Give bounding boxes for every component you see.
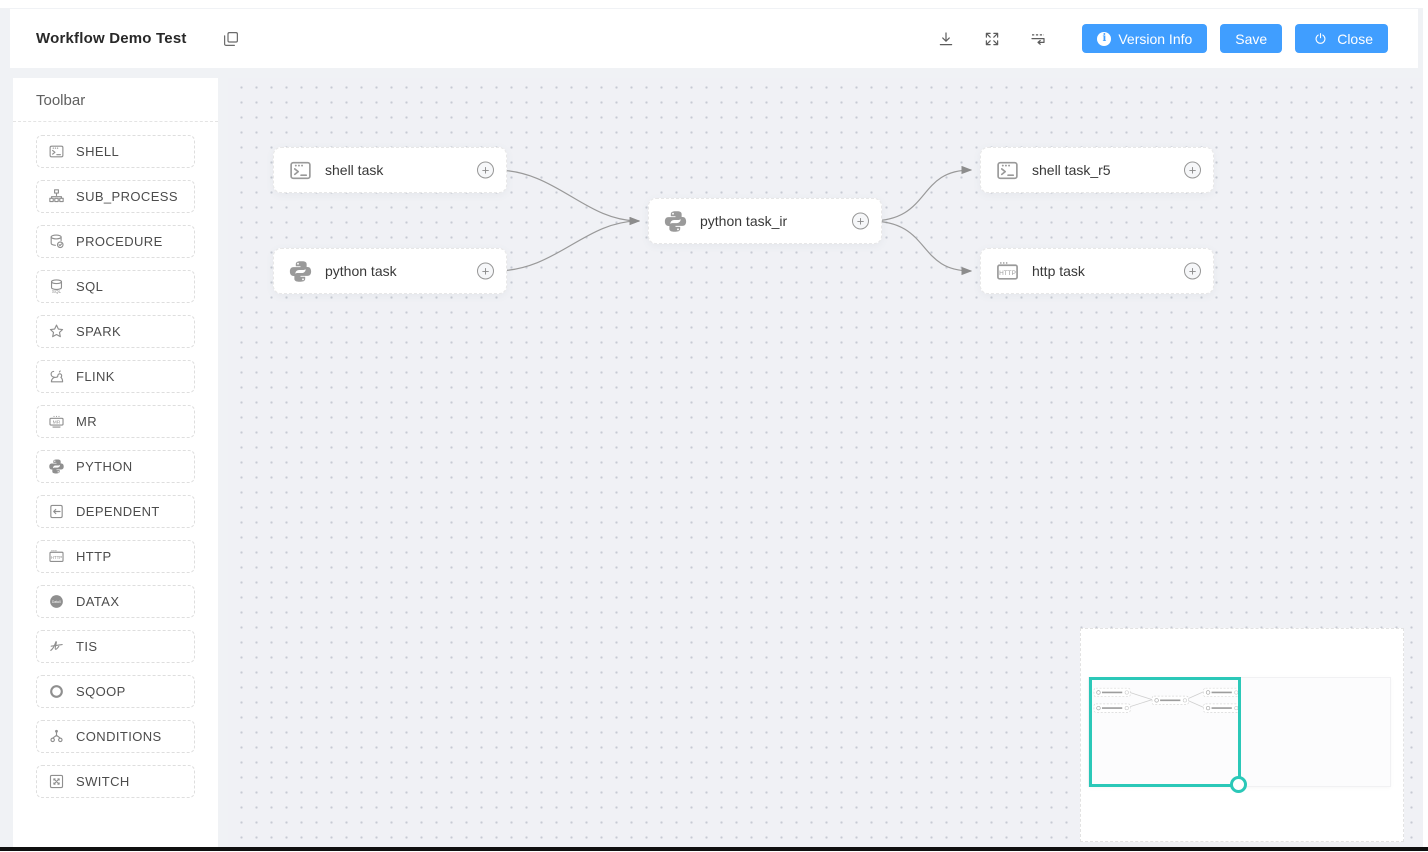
header-buttons: i Version Info Save Close [1082,24,1388,53]
shell-icon [288,158,313,183]
toolbar-item-label: PYTHON [76,459,133,474]
toolbar-item-label: SQL [76,279,104,294]
dependent-icon [48,503,65,520]
toolbar-item-sub_process[interactable]: SUB_PROCESS [36,180,195,213]
datax-icon: DataX [48,593,65,610]
toolbar-item-label: DATAX [76,594,120,609]
sql-icon: SQL [48,278,65,295]
toolbar-item-label: TIS [76,639,98,654]
flink-icon [48,368,65,385]
node-connect-plus-button[interactable]: + [477,262,494,280]
toolbar-item-tis[interactable]: TIS [36,630,195,663]
toolbar-item-spark[interactable]: SPARK [36,315,195,348]
toolbar-item-http[interactable]: HTTP HTTP [36,540,195,573]
toolbar-item-label: HTTP [76,549,112,564]
task-toolbar-panel: Toolbar SHELL SUB_PROCESS PROCEDURE SQL … [13,78,218,847]
toolbar-item-dependent[interactable]: DEPENDENT [36,495,195,528]
minimap-viewport[interactable] [1089,677,1241,787]
dag-node-python-task[interactable]: python task + [273,248,507,294]
minimap-graph [1093,687,1241,713]
download-icon[interactable] [936,29,956,49]
copy-icon[interactable] [221,29,241,49]
toolbar-item-sqoop[interactable]: SQOOP [36,675,195,708]
toolbar-item-mr[interactable]: MR MR [36,405,195,438]
dag-canvas[interactable]: shell task + python task + python task_i… [228,78,1423,847]
svg-text:MR: MR [53,419,61,425]
python-icon [663,209,688,234]
toolbar-item-label: CONDITIONS [76,729,162,744]
toolbar-item-switch[interactable]: SWITCH [36,765,195,798]
close-button[interactable]: Close [1295,24,1388,53]
workflow-title: Workflow Demo Test [36,30,187,47]
dag-node-shell-task[interactable]: shell task + [273,147,507,193]
toolbar-item-label: FLINK [76,369,115,384]
minimap-panel [1080,628,1404,842]
tis-icon [48,638,65,655]
node-connect-plus-button[interactable]: + [1184,262,1201,280]
format-dag-icon[interactable] [1028,29,1048,49]
toolbar-separator [13,121,218,122]
conditions-icon [48,728,65,745]
version-info-button[interactable]: i Version Info [1082,24,1208,53]
toolbar-item-label: SQOOP [76,684,126,699]
toolbar-list: SHELL SUB_PROCESS PROCEDURE SQL SQL SPAR… [13,122,218,798]
node-connect-plus-button[interactable]: + [1184,161,1201,179]
toolbar-item-sql[interactable]: SQL SQL [36,270,195,303]
node-connect-plus-button[interactable]: + [477,161,494,179]
toolbar-item-datax[interactable]: DataX DATAX [36,585,195,618]
fullscreen-icon[interactable] [982,29,1002,49]
node-connect-plus-button[interactable]: + [852,212,869,230]
dag-node-http-task[interactable]: HTTP http task + [980,248,1214,294]
toolbar-item-shell[interactable]: SHELL [36,135,195,168]
node-label: python task_ir [700,213,788,229]
info-icon: i [1097,31,1112,46]
toolbar-item-flink[interactable]: FLINK [36,360,195,393]
toolbar-item-label: SPARK [76,324,122,339]
svg-text:HTTP: HTTP [999,269,1016,276]
node-label: shell task [325,162,384,178]
svg-text:DataX: DataX [52,600,62,604]
dag-node-python-task_ir[interactable]: python task_ir + [648,198,882,244]
toolbar-item-procedure[interactable]: PROCEDURE [36,225,195,258]
switch-icon [48,773,65,790]
http-icon: HTTP [48,548,65,565]
sqoop-icon [48,683,65,700]
toolbar-item-label: DEPENDENT [76,504,160,519]
header-actions: i Version Info Save Close [936,24,1388,53]
dag-node-shell-task_r5[interactable]: shell task_r5 + [980,147,1214,193]
shell-icon [48,143,65,160]
toolbar-item-python[interactable]: PYTHON [36,450,195,483]
save-button[interactable]: Save [1220,24,1283,53]
toolbar-item-label: SWITCH [76,774,130,789]
version-info-label: Version Info [1118,30,1193,47]
svg-text:SQL: SQL [52,289,62,294]
close-label: Close [1337,30,1373,47]
toolbar-item-conditions[interactable]: CONDITIONS [36,720,195,753]
toolbar-item-label: PROCEDURE [76,234,163,249]
toolbar-item-label: MR [76,414,98,429]
toolbar-item-label: SUB_PROCESS [76,189,178,204]
header-bar: Workflow Demo Test i Version Info Save C… [10,9,1418,68]
toolbar-title: Toolbar [36,92,86,109]
node-label: http task [1032,263,1085,279]
shell-icon [995,158,1020,183]
window-bottom-edge [0,847,1428,851]
node-label: python task [325,263,397,279]
spark-icon [48,323,65,340]
node-label: shell task_r5 [1032,162,1111,178]
save-label: Save [1235,30,1268,47]
svg-text:HTTP: HTTP [51,555,63,560]
toolbar-item-label: SHELL [76,144,120,159]
mr-icon: MR [48,413,65,430]
sub_process-icon [48,188,65,205]
python-icon [288,259,313,284]
python-icon [48,458,65,475]
procedure-icon [48,233,65,250]
http-icon: HTTP [995,259,1020,284]
minimap-resize-handle[interactable] [1230,776,1247,793]
power-icon [1310,29,1330,49]
